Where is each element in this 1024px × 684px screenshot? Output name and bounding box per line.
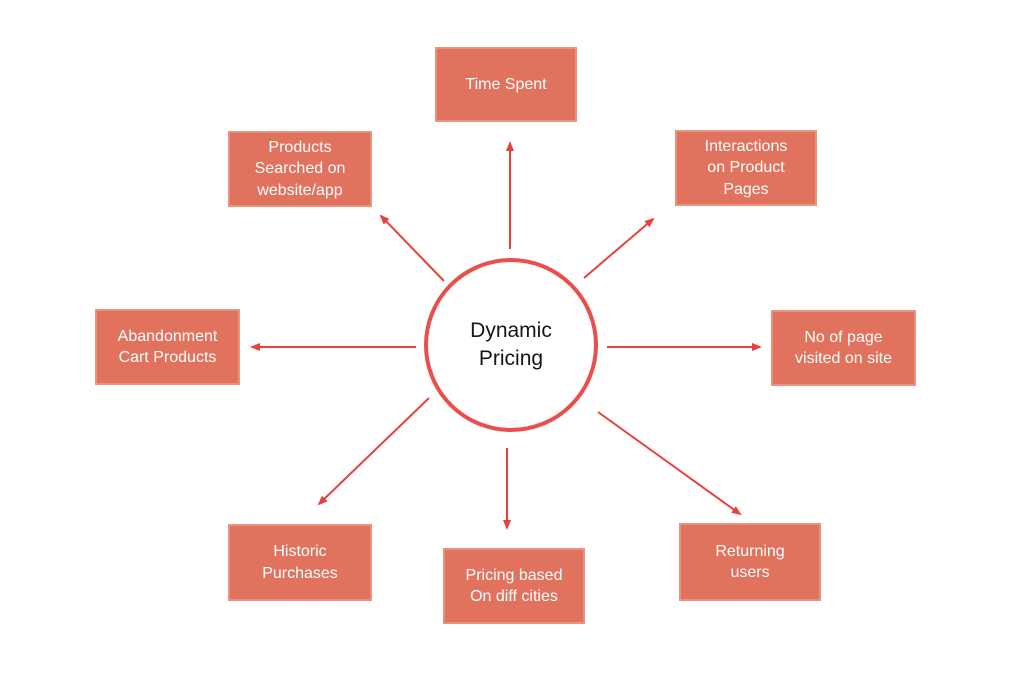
center-circle: Dynamic Pricing (424, 258, 598, 432)
node-label: Abandonment Cart Products (117, 327, 218, 366)
node-label: Pricing based On diff cities (465, 566, 563, 605)
node-label: Returning users (715, 542, 785, 581)
node-pages-visited-on-site: No of page visited on site (771, 310, 916, 386)
node-label: Historic Purchases (262, 543, 338, 582)
node-returning-users: Returning users (679, 523, 821, 601)
node-products-searched: Products Searched on website/app (228, 131, 372, 207)
node-time-spent: Time Spent (435, 47, 577, 122)
node-abandonment-cart-products: Abandonment Cart Products (95, 309, 240, 385)
node-historic-purchases: Historic Purchases (228, 524, 372, 601)
arrow-to-historic-purchases (317, 397, 430, 506)
node-label: Interactions on Product Pages (704, 138, 788, 198)
node-label: Products Searched on website/app (254, 139, 346, 199)
node-interactions-product-pages: Interactions on Product Pages (675, 130, 817, 206)
center-label: Dynamic Pricing (470, 318, 552, 370)
node-label: No of page visited on site (795, 328, 892, 367)
arrow-to-interactions-product-pages (583, 217, 655, 279)
node-pricing-diff-cities: Pricing based On diff cities (443, 548, 585, 624)
arrow-to-returning-users (597, 411, 742, 516)
arrow-to-products-searched (379, 214, 445, 282)
node-label: Time Spent (465, 75, 547, 93)
